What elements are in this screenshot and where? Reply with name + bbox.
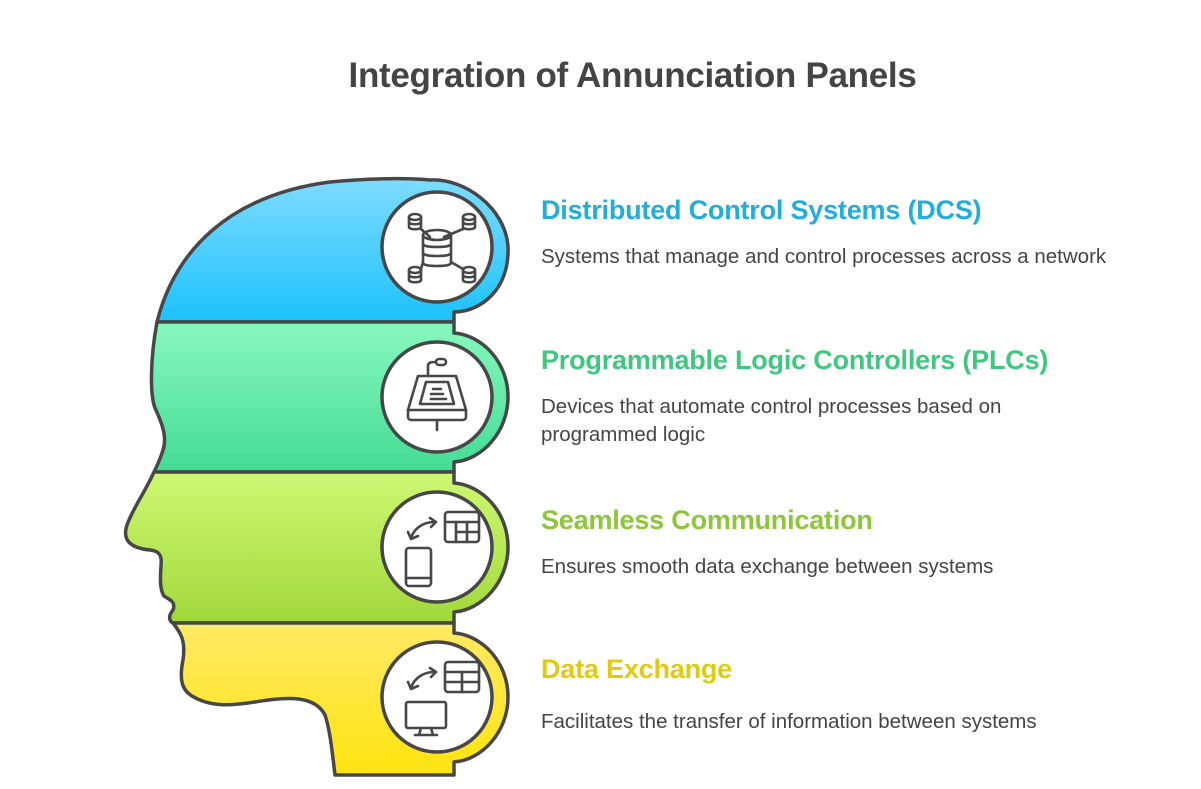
item-communication: Seamless Communication Ensures smooth da… — [541, 503, 1161, 581]
mobile-table-exchange-icon — [404, 510, 481, 588]
item-title-plc: Programmable Logic Controllers (PLCs) — [541, 345, 1049, 375]
item-desc-data-exchange: Facilitates the transfer of information … — [541, 710, 1037, 733]
item-data-exchange: Data Exchange Facilitates the transfer o… — [541, 652, 1161, 736]
database-network-icon — [407, 212, 477, 284]
item-title-dcs: Distributed Control Systems (DCS) — [541, 195, 982, 225]
control-panel-icon — [406, 357, 468, 432]
icon-circle-communication — [380, 490, 494, 604]
item-title-communication: Seamless Communication — [541, 505, 873, 535]
item-desc-communication: Ensures smooth data exchange between sys… — [541, 555, 994, 578]
item-dcs: Distributed Control Systems (DCS) System… — [541, 193, 1161, 271]
icon-circle-plc — [380, 340, 494, 454]
item-plc: Programmable Logic Controllers (PLCs) De… — [541, 343, 1161, 449]
icon-circle-dcs — [380, 190, 494, 304]
desktop-table-exchange-icon — [404, 660, 481, 737]
item-desc-dcs: Systems that manage and control processe… — [541, 245, 1107, 268]
icon-circle-data-exchange — [380, 640, 494, 754]
item-title-data-exchange: Data Exchange — [541, 654, 732, 684]
page-title: Integration of Annunciation Panels — [348, 56, 917, 95]
item-desc-plc: Devices that automate control processes … — [541, 395, 1002, 446]
